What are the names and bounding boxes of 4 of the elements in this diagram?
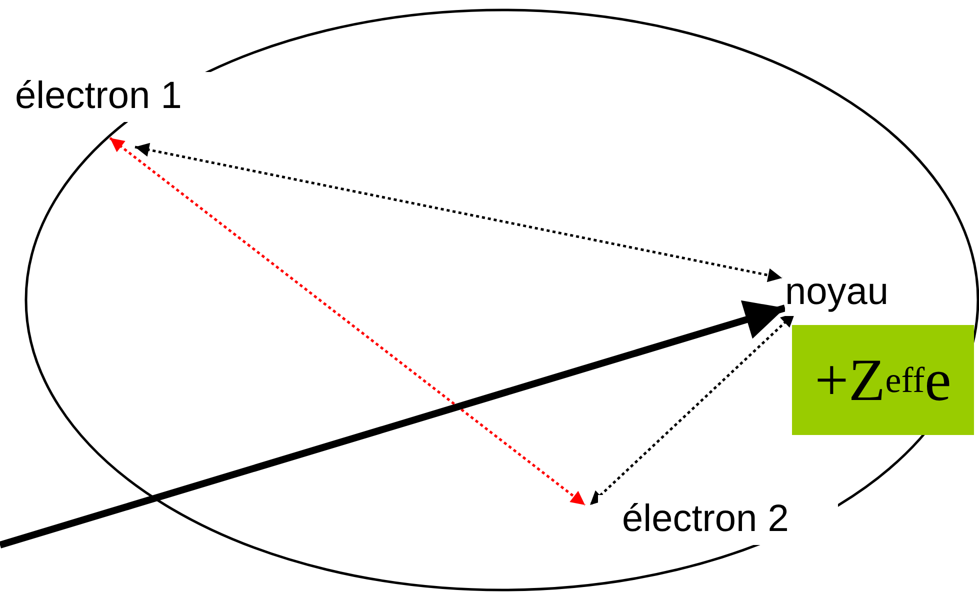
node-label: électron 2 — [598, 495, 838, 545]
arrow — [109, 137, 586, 506]
arrow — [0, 300, 786, 548]
arrow — [134, 142, 782, 282]
